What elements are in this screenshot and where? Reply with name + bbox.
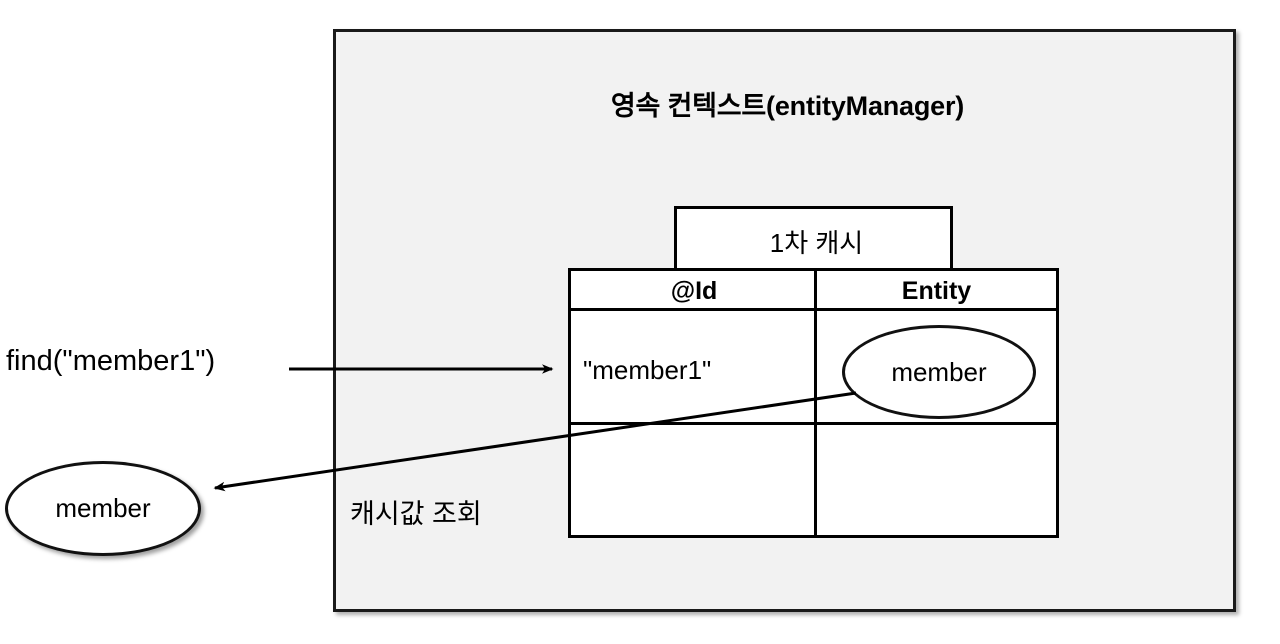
- table-cell-id: "member1": [583, 355, 712, 385]
- first-level-cache-tab: 1차 캐시: [674, 206, 953, 270]
- first-level-cache-tab-label: 1차 캐시: [769, 228, 864, 258]
- persistence-context-title: 영속 컨텍스트(entityManager): [610, 91, 965, 121]
- cached-entity-node: member: [842, 325, 1036, 419]
- table-header-entity: Entity: [901, 277, 972, 305]
- cache-lookup-label: 캐시값 조회: [350, 499, 482, 529]
- table-header-id: @Id: [670, 277, 718, 305]
- table-header-divider: [571, 308, 1056, 311]
- table-column-divider: [814, 271, 817, 535]
- returned-entity-node: member: [5, 461, 201, 556]
- find-request-label: find("member1"): [6, 345, 216, 377]
